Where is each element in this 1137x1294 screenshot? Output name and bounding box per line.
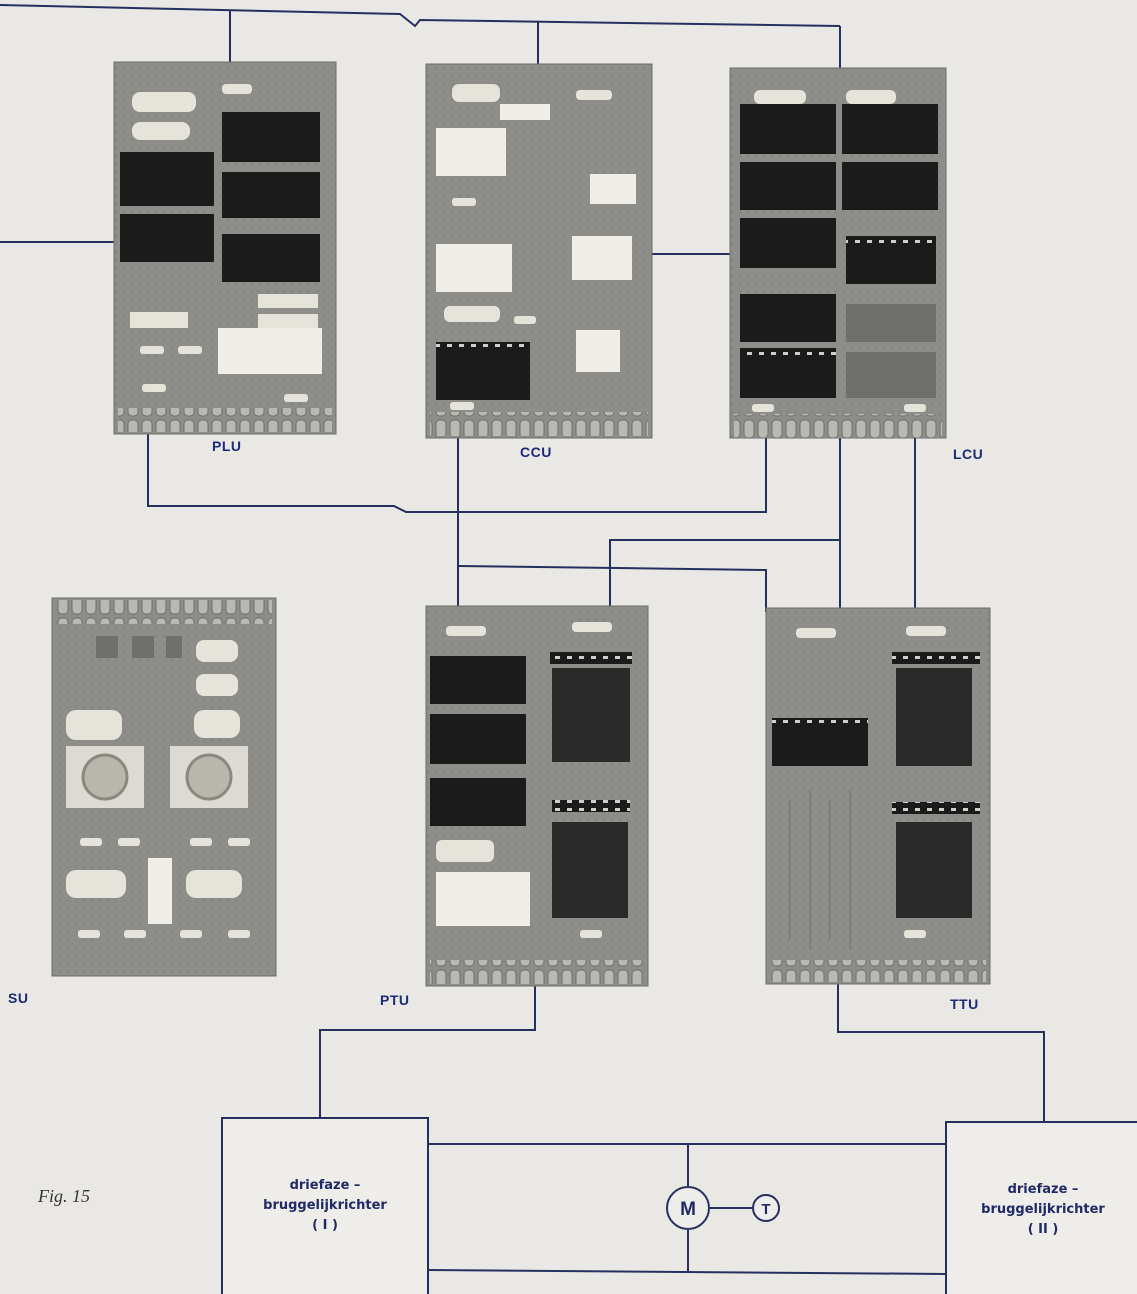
motor-label: M [680,1199,696,1220]
lcu-board [730,68,946,438]
plu-board [114,62,336,434]
rectifier-2-line2: bruggelijkrichter [946,1200,1137,1220]
ptu-board [426,606,648,986]
unit-label-ptu: PTU [380,992,410,1008]
figure-caption: Fig. 15 [38,1186,90,1207]
unit-label-lcu: LCU [953,446,983,462]
unit-label-su: SU [8,990,28,1006]
unit-label-plu: PLU [212,438,242,454]
su-board [52,598,276,976]
rectifier-1-line1: driefaze – [222,1176,428,1196]
unit-label-ttu: TTU [950,996,979,1012]
rectifier-2-line1: driefaze – [946,1180,1137,1200]
ttu-board [766,608,990,984]
rectifier-2-label: driefaze – bruggelijkrichter ( II ) [946,1180,1137,1240]
rectifier-2-line3: ( II ) [946,1220,1137,1240]
top-bus-wire [0,5,840,26]
rectifier-1-label: driefaze – bruggelijkrichter ( I ) [222,1176,428,1236]
rectifier-1-line3: ( I ) [222,1216,428,1236]
ptu-rect1-wire [320,984,535,1118]
rectifier-1-line2: bruggelijkrichter [222,1196,428,1216]
unit-label-ccu: CCU [520,444,552,460]
lcu-ptu-wire [610,540,840,612]
ccu-board [426,64,652,438]
ccu-ttu-wire [458,566,766,612]
tacho-label: T [761,1201,770,1218]
ttu-rect2-wire [838,984,1044,1122]
